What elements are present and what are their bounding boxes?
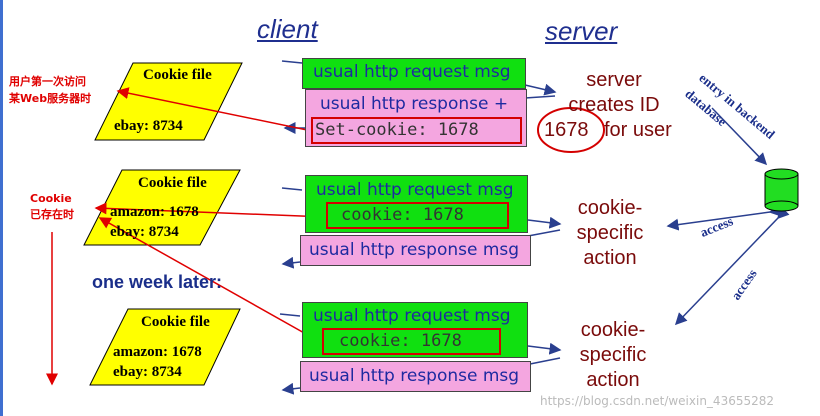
watermark: https://blog.csdn.net/weixin_43655282 [540, 394, 775, 408]
exchange-3-server-line1: cookie- [580, 319, 646, 341]
annotation-first-visit-line1: 用户第一次访问 [9, 75, 86, 88]
annotation-first-visit-line2: 某Web服务器时 [9, 92, 92, 105]
exchange-1-response-label: usual http response + [320, 94, 509, 114]
exchange-2-server-line1: cookie- [577, 197, 643, 219]
cookie-file-3-entry-ebay: ebay: 8734 [113, 364, 182, 380]
exchange-1-id: 1678 [544, 119, 589, 141]
exchange-2-server-line2: specific [576, 222, 644, 244]
exchange-1-request: usual http request msg [302, 58, 526, 89]
cookie-2-highlight [326, 202, 509, 229]
set-cookie-highlight [311, 117, 522, 144]
annotation-cookie-exists-line1: Cookie [30, 192, 72, 205]
exchange-3-cookie: cookie: 1678 [339, 331, 462, 351]
exchange-2-request-label: usual http request msg [316, 180, 514, 200]
cookie-file-2-entry-ebay: ebay: 8734 [110, 224, 179, 240]
cookie-file-2-title: Cookie file [138, 175, 207, 191]
exchange-3-request: usual http request msg [302, 302, 528, 358]
cookie-file-1-entry-ebay: ebay: 8734 [114, 118, 183, 134]
annotation-cookie-exists-line2: 已存在时 [30, 208, 74, 221]
database-cylinder [764, 168, 799, 212]
exchange-2-cookie: cookie: 1678 [341, 205, 464, 225]
id-highlight-circle [537, 107, 605, 153]
exchange-2-server-line3: action [583, 247, 637, 269]
cookie-file-2-shape [83, 169, 241, 246]
cookie-file-3-shape [89, 308, 241, 386]
exchange-1-server-line1: server [586, 69, 642, 91]
exchange-3-response: usual http response msg [300, 361, 531, 392]
exchange-3-server-line3: action [586, 369, 640, 391]
cookie-file-2-entry-amazon: amazon: 1678 [110, 204, 199, 220]
cookie-file-1-title: Cookie file [143, 67, 212, 83]
exchange-2-request: usual http request msg [305, 175, 528, 233]
exchange-1-server-line3: for user [604, 119, 672, 141]
exchange-1-server-line2: creates ID [568, 94, 660, 116]
one-week-later-label: one week later: [92, 272, 223, 292]
exchange-3-server-line2: specific [579, 344, 647, 366]
set-cookie-value: Set-cookie: 1678 [315, 120, 479, 140]
cookie-file-3-entry-amazon: amazon: 1678 [113, 344, 202, 360]
left-edge-bar [0, 0, 3, 416]
server-header: server [545, 16, 618, 46]
cookie-file-3-title: Cookie file [141, 314, 210, 330]
exchange-3-request-label: usual http request msg [313, 306, 511, 326]
cookie-3-highlight [322, 328, 501, 355]
client-header: client [257, 14, 318, 44]
exchange-2-response: usual http response msg [300, 235, 531, 266]
